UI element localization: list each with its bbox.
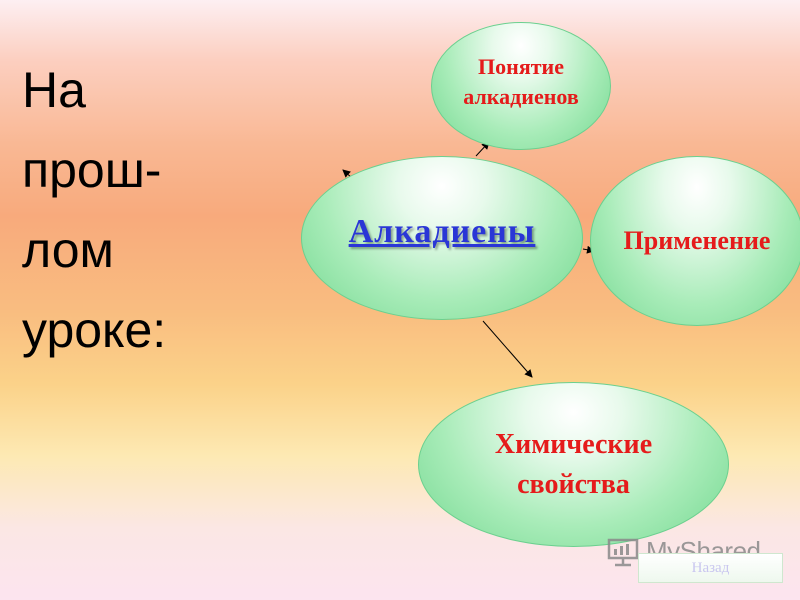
node-chemical-properties[interactable]: Химические свойства [418, 382, 729, 547]
node-application-label: Применение [623, 226, 771, 255]
back-button[interactable]: Назад [638, 553, 783, 583]
heading-line-1: На [22, 62, 86, 118]
slide-heading: На прош- лом уроке: [22, 50, 262, 370]
heading-line-4: уроке: [22, 302, 167, 358]
heading-line-3: лом [22, 222, 114, 278]
node-chemical-properties-label: Химические свойства [494, 428, 653, 500]
heading-line-2: прош- [22, 142, 162, 198]
node-concept[interactable]: Понятие алкадиенов [431, 22, 611, 150]
node-alkadienes[interactable]: Алкадиены [301, 156, 583, 320]
node-alkadienes-link[interactable]: Алкадиены [348, 213, 536, 250]
presentation-icon [607, 538, 639, 566]
node-concept-label: Понятие алкадиенов [463, 54, 579, 109]
arrow-to-properties [482, 320, 533, 378]
node-application[interactable]: Применение [590, 156, 800, 326]
